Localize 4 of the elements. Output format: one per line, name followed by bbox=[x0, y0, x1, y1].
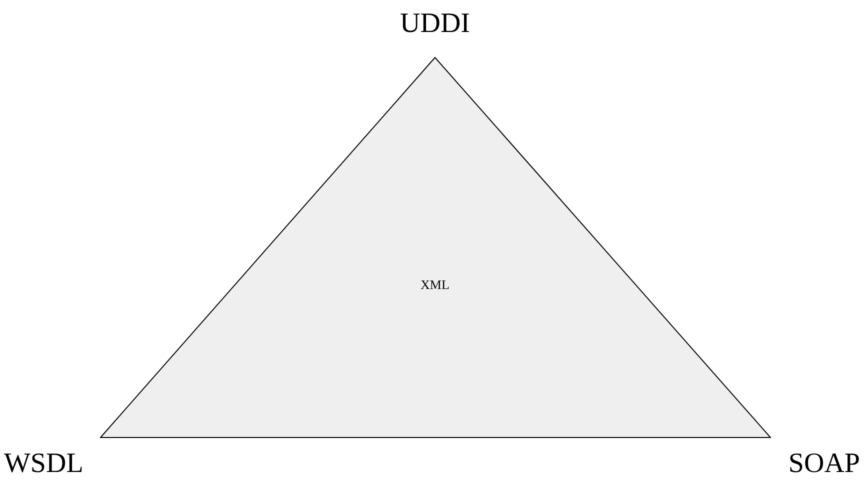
triangle-label: XML bbox=[420, 276, 450, 294]
vertex-label: WSDL bbox=[4, 448, 84, 479]
vertex-label: UDDI bbox=[400, 8, 470, 39]
vertex-label: SOAP bbox=[788, 448, 860, 479]
